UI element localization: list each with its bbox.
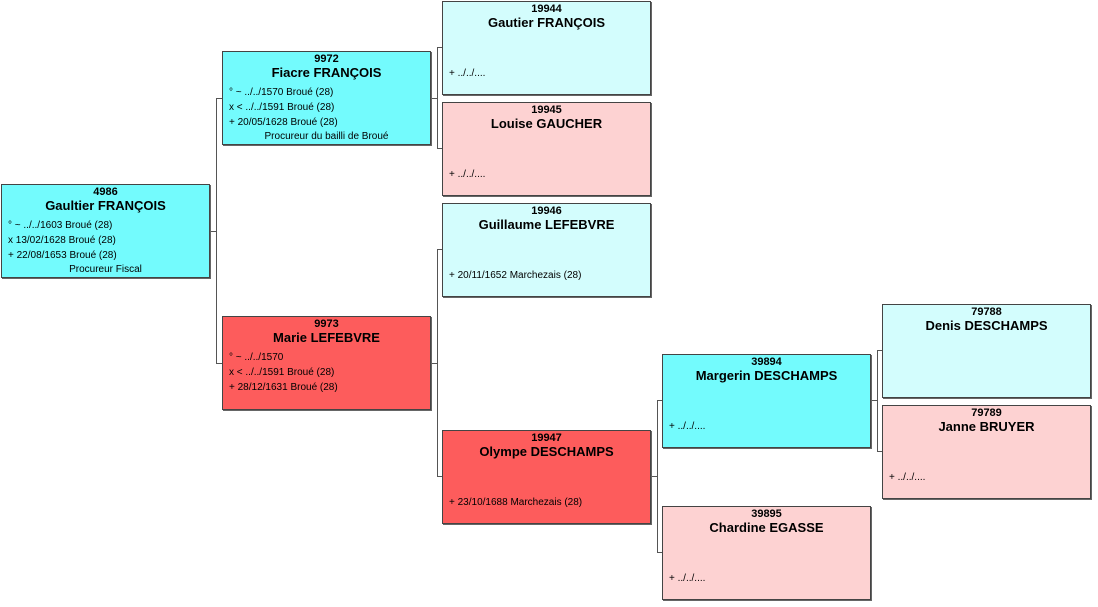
sosa-number: 19946: [531, 205, 562, 217]
person-card-39895[interactable]: 39895 Chardine EGASSE + ../../....: [662, 506, 871, 600]
death-line: + ../../....: [889, 472, 926, 483]
connector-line: [877, 451, 882, 452]
sosa-number: 39894: [751, 356, 782, 368]
person-name: Gaultier FRANÇOIS: [45, 198, 166, 213]
connector-line: [871, 400, 877, 401]
connector-line: [437, 47, 438, 149]
person-card-19946[interactable]: 19946 Guillaume LEFEBVRE + 20/11/1652 Ma…: [442, 203, 651, 297]
sosa-number: 79788: [971, 306, 1002, 318]
person-card-39894[interactable]: 39894 Margerin DESCHAMPS + ../../....: [662, 354, 871, 448]
connector-line: [216, 98, 217, 363]
sosa-number: 39895: [751, 508, 782, 520]
person-card-79788[interactable]: 79788 Denis DESCHAMPS: [882, 304, 1091, 398]
person-name: Janne BRUYER: [938, 419, 1035, 434]
person-name: Gautier FRANÇOIS: [487, 15, 605, 30]
marriage-line: x < ../../1591 Broué (28): [229, 367, 335, 378]
person-card-79789[interactable]: 79789 Janne BRUYER + ../../....: [882, 405, 1091, 499]
occupation: Procureur Fiscal: [69, 264, 142, 275]
person-card-19945[interactable]: 19945 Louise GAUCHER + ../../....: [442, 102, 651, 196]
sosa-number: 9973: [314, 318, 339, 330]
person-name: Denis DESCHAMPS: [925, 318, 1048, 333]
sosa-number: 4986: [93, 186, 118, 198]
person-card-9973[interactable]: 9973 Marie LEFEBVRE ° ~ ../../1570 x < .…: [222, 316, 431, 410]
connector-line: [877, 350, 882, 351]
death-line: + 20/11/1652 Marchezais (28): [449, 270, 582, 281]
person-name: Guillaume LEFEBVRE: [478, 217, 615, 232]
person-name: Louise GAUCHER: [490, 116, 603, 131]
death-line: + ../../....: [669, 573, 706, 584]
person-card-19944[interactable]: 19944 Gautier FRANÇOIS + ../../....: [442, 1, 651, 95]
connector-line: [216, 363, 222, 364]
marriage-line: x < ../../1591 Broué (28): [229, 102, 335, 113]
connector-line: [216, 98, 222, 99]
sosa-number: 19944: [531, 3, 562, 15]
connector-line: [431, 98, 437, 99]
death-line: + 28/12/1631 Broué (28): [229, 382, 338, 393]
connector-line: [437, 148, 442, 149]
birth-line: ° ~ ../../1570: [229, 352, 284, 363]
sosa-number: 9972: [314, 53, 339, 65]
connector-line: [657, 552, 662, 553]
death-line: + 20/05/1628 Broué (28): [229, 117, 338, 128]
person-card-4986[interactable]: 4986 Gaultier FRANÇOIS ° ~ ../../1603 Br…: [1, 184, 210, 278]
sosa-number: 19945: [531, 104, 562, 116]
person-name: Chardine EGASSE: [709, 520, 824, 535]
connector-line: [437, 249, 442, 250]
death-line: + ../../....: [669, 421, 706, 432]
marriage-line: x 13/02/1628 Broué (28): [8, 235, 116, 246]
connector-line: [651, 476, 657, 477]
person-name: Fiacre FRANÇOIS: [271, 65, 382, 80]
connector-line: [210, 231, 216, 232]
person-card-19947[interactable]: 19947 Olympe DESCHAMPS + 23/10/1688 Marc…: [442, 430, 651, 524]
death-line: + ../../....: [449, 169, 486, 180]
connector-line: [437, 249, 438, 477]
connector-line: [657, 400, 662, 401]
connector-line: [877, 350, 878, 452]
person-name: Marie LEFEBVRE: [273, 330, 380, 345]
death-line: + ../../....: [449, 68, 486, 79]
connector-line: [437, 476, 442, 477]
connector-line: [657, 400, 658, 553]
birth-line: ° ~ ../../1570 Broué (28): [229, 87, 334, 98]
sosa-number: 79789: [971, 407, 1002, 419]
death-line: + 23/10/1688 Marchezais (28): [449, 497, 583, 508]
sosa-number: 19947: [531, 432, 562, 444]
connector-line: [437, 47, 442, 48]
person-name: Olympe DESCHAMPS: [479, 444, 614, 459]
person-name: Margerin DESCHAMPS: [695, 368, 838, 383]
occupation: Procureur du bailli de Broué: [264, 131, 389, 142]
death-line: + 22/08/1653 Broué (28): [8, 250, 117, 261]
connector-line: [431, 363, 437, 364]
person-card-9972[interactable]: 9972 Fiacre FRANÇOIS ° ~ ../../1570 Brou…: [222, 51, 431, 145]
birth-line: ° ~ ../../1603 Broué (28): [8, 220, 113, 231]
